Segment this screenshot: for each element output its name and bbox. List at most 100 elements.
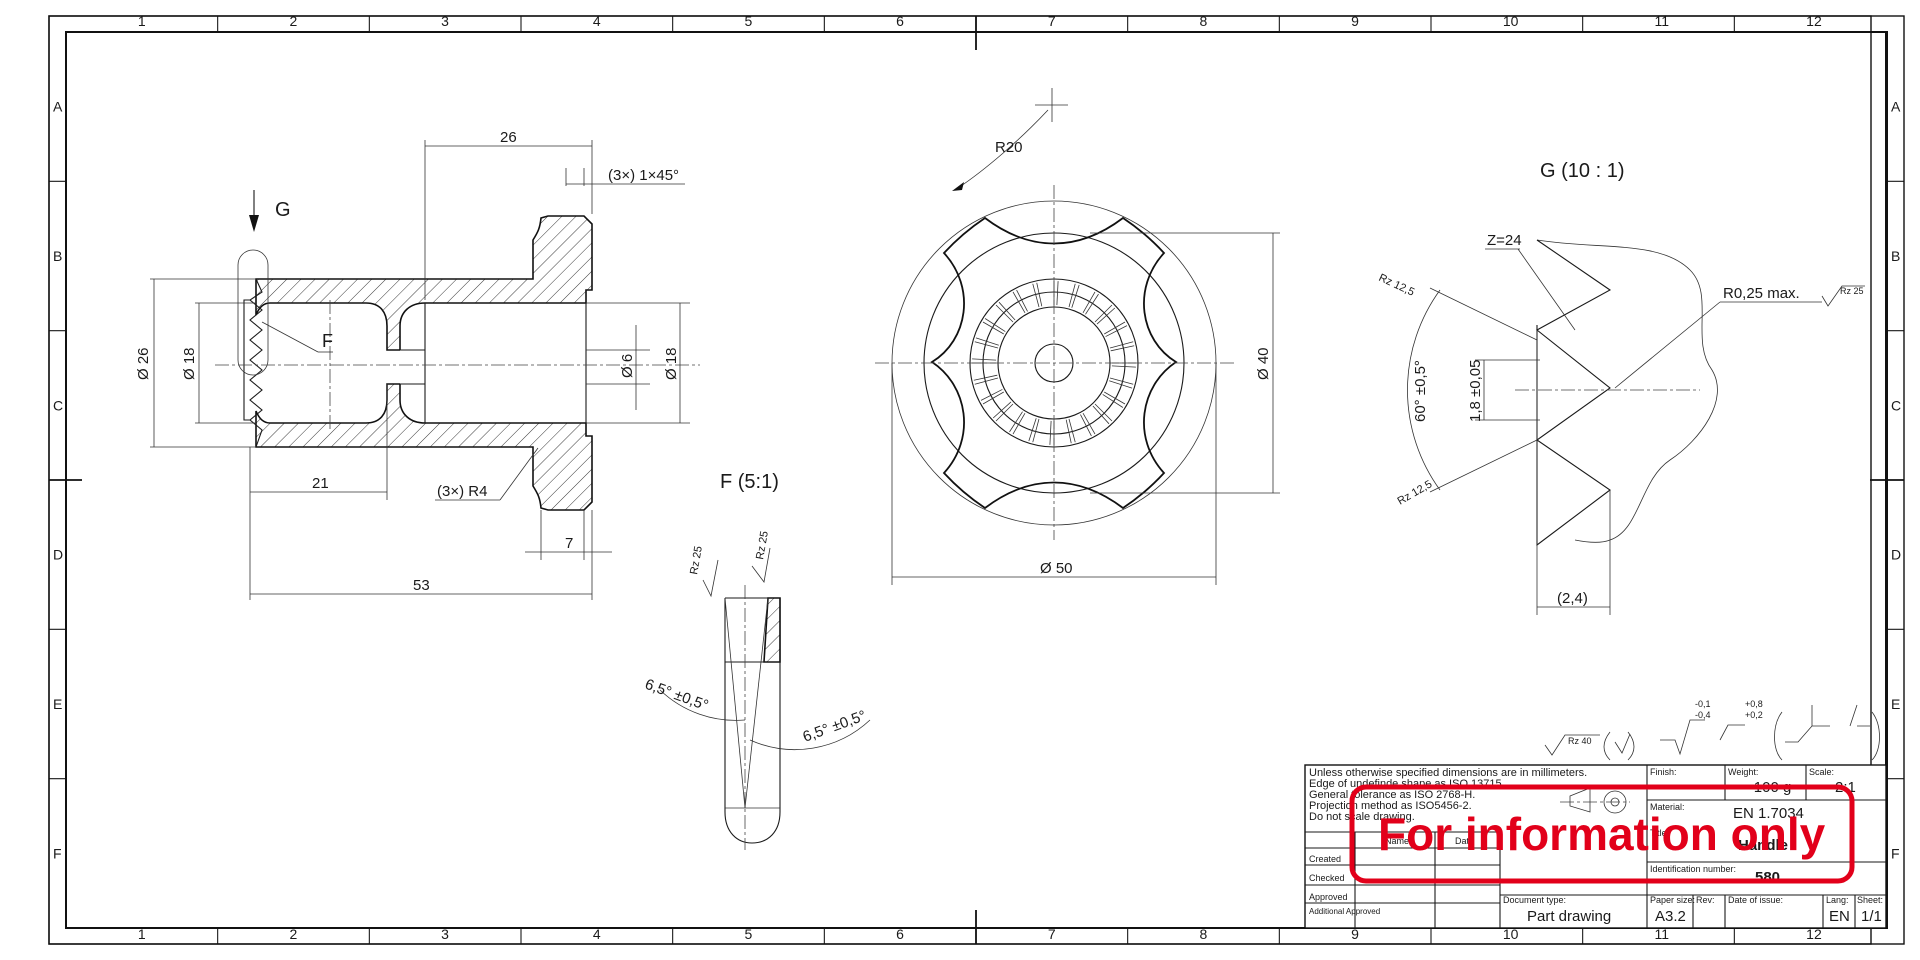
tb-doc-type-label: Document type: xyxy=(1503,895,1566,905)
tb-note-line: Do not scale drawing. xyxy=(1309,811,1415,823)
detail-g-radius: R0,25 max. xyxy=(1723,285,1800,302)
zone-column-7-bottom: 7 xyxy=(1048,926,1056,942)
dim-radius: (3×) R4 xyxy=(437,483,487,500)
dim-length-21: 21 xyxy=(312,475,329,492)
dim-flange: 7 xyxy=(565,535,573,552)
zone-column-3-top: 3 xyxy=(441,13,449,29)
tol-1-upper: -0,1 xyxy=(1695,699,1711,709)
tb-title-value: Handle xyxy=(1738,837,1788,854)
knob-profile xyxy=(930,216,1178,510)
detail-g-rz-radius: Rz 25 xyxy=(1840,286,1864,296)
section-lower-wall xyxy=(255,383,593,511)
zone-column-12-top: 12 xyxy=(1806,13,1822,29)
detail-g-rz-bottom: Rz 12,5 xyxy=(1396,478,1435,507)
zone-column-2-bottom: 2 xyxy=(290,926,298,942)
dim-dia-right: Ø 18 xyxy=(663,347,680,380)
title-block: Unless otherwise specified dimensions ar… xyxy=(1304,764,1887,929)
detail-g-width: (2,4) xyxy=(1557,590,1588,607)
detail-f-angle-right: 6,5° ±0,5° xyxy=(801,707,869,746)
tb-title-label: Title: xyxy=(1650,828,1669,838)
tb-row-checked: Checked xyxy=(1309,873,1345,883)
zone-row-E-right: E xyxy=(1891,696,1900,712)
zone-column-1-bottom: 1 xyxy=(138,926,146,942)
zone-column-6-top: 6 xyxy=(896,13,904,29)
tb-row-additional: Additional Approved xyxy=(1309,907,1380,916)
detail-f-label: F xyxy=(322,331,333,351)
detail-g-marker xyxy=(237,249,269,376)
tb-paper-value: A3.2 xyxy=(1655,908,1686,925)
detail-g-view: G (10 : 1) (2,4) Z=24 1,8 ±0,05 60° ±0,5… xyxy=(1377,160,1865,615)
zone-column-5-bottom: 5 xyxy=(745,926,753,942)
detail-f-rz-left: Rz 25 xyxy=(688,545,705,575)
zone-column-3-bottom: 3 xyxy=(441,926,449,942)
detail-f-angle-left: 6,5° ±0,5° xyxy=(643,676,711,715)
tb-row-created: Created xyxy=(1309,854,1341,864)
info-stamp: For information only xyxy=(1349,784,1855,884)
front-radius: R20 xyxy=(995,139,1023,156)
zone-row-B-left: B xyxy=(53,248,62,264)
detail-f-title: F (5:1) xyxy=(720,471,779,493)
detail-f-view: F (5:1) Rz 25 Rz 25 6,5° ±0,5° 6,5° ±0,5… xyxy=(643,471,871,850)
detail-g-title: G (10 : 1) xyxy=(1540,160,1624,182)
stamp-text: For information only xyxy=(1378,808,1826,860)
side-section-view: G F 26 (3×) 1×45° Ø 26 Ø 18 Ø 6 Ø 18 xyxy=(135,129,700,600)
dim-total-length: 53 xyxy=(413,577,430,594)
detail-g-teeth: Z=24 xyxy=(1487,232,1522,249)
zone-row-B-right: B xyxy=(1891,248,1900,264)
dim-dia-inner-left: Ø 18 xyxy=(181,347,198,380)
tb-sheet-value: 1/1 xyxy=(1861,908,1882,925)
tb-lang-label: Lang: xyxy=(1826,895,1849,905)
dim-chamfer: (3×) 1×45° xyxy=(608,167,679,184)
zone-row-D-right: D xyxy=(1891,547,1901,563)
tb-id-label: Identification number: xyxy=(1650,864,1736,874)
zone-column-6-bottom: 6 xyxy=(896,926,904,942)
tb-weight-label: Weight: xyxy=(1728,767,1758,777)
tb-date-header: Date xyxy=(1455,836,1474,846)
zone-column-8-top: 8 xyxy=(1200,13,1208,29)
tb-row-approved: Approved xyxy=(1309,892,1348,902)
zone-row-E-left: E xyxy=(53,696,62,712)
zone-row-C-right: C xyxy=(1891,397,1901,413)
zone-column-1-top: 1 xyxy=(138,13,146,29)
detail-f-rz-right: Rz 25 xyxy=(754,530,771,560)
zone-column-9-bottom: 9 xyxy=(1351,926,1359,942)
zone-column-11-top: 11 xyxy=(1655,13,1670,29)
tol-2-lower: +0,2 xyxy=(1745,710,1763,720)
tb-rev-label: Rev: xyxy=(1696,895,1715,905)
dim-top-width: 26 xyxy=(500,129,517,146)
zone-row-C-left: C xyxy=(53,397,63,413)
tb-material-label: Material: xyxy=(1650,802,1685,812)
zone-row-A-right: A xyxy=(1891,99,1901,115)
tb-date-issue-label: Date of issue: xyxy=(1728,895,1783,905)
zone-row-F-right: F xyxy=(1891,845,1900,861)
tb-sheet-label: Sheet: xyxy=(1857,895,1883,905)
tb-lang-value: EN xyxy=(1829,908,1850,925)
tb-scale-label: Scale: xyxy=(1809,767,1834,777)
tb-paper-label: Paper size: xyxy=(1650,895,1695,905)
zone-column-4-bottom: 4 xyxy=(593,926,601,942)
tb-note-line: Unless otherwise specified dimensions ar… xyxy=(1309,767,1587,779)
front-dia-50: Ø 50 xyxy=(1040,560,1073,577)
zone-column-2-top: 2 xyxy=(290,13,298,29)
tb-finish-label: Finish: xyxy=(1650,767,1677,777)
zone-column-7-top: 7 xyxy=(1048,13,1056,29)
tb-material-value: EN 1.7034 xyxy=(1733,805,1804,822)
zone-column-5-top: 5 xyxy=(745,13,753,29)
view-arrow-label: G xyxy=(275,199,291,221)
zone-row-D-left: D xyxy=(53,547,63,563)
detail-g-angle: 60° ±0,5° xyxy=(1412,360,1429,422)
tb-doc-type-value: Part drawing xyxy=(1527,908,1611,925)
dim-dia-hole: Ø 6 xyxy=(619,354,636,378)
zone-column-11-bottom: 11 xyxy=(1655,926,1670,942)
surface-general: Rz 40 xyxy=(1568,736,1592,746)
zone-column-8-bottom: 8 xyxy=(1200,926,1208,942)
surface-symbols: Rz 40 -0,1 -0,4 +0,8 +0,2 xyxy=(1544,699,1880,761)
zone-column-10-top: 10 xyxy=(1503,13,1519,29)
zone-row-F-left: F xyxy=(53,845,62,861)
front-dia-40: Ø 40 xyxy=(1255,347,1272,380)
tol-1-lower: -0,4 xyxy=(1695,710,1711,720)
front-view: R20 Ø 40 Ø 50 xyxy=(875,88,1280,585)
detail-g-rz-top: Rz 12,5 xyxy=(1377,272,1416,299)
zone-column-10-bottom: 10 xyxy=(1503,926,1519,942)
